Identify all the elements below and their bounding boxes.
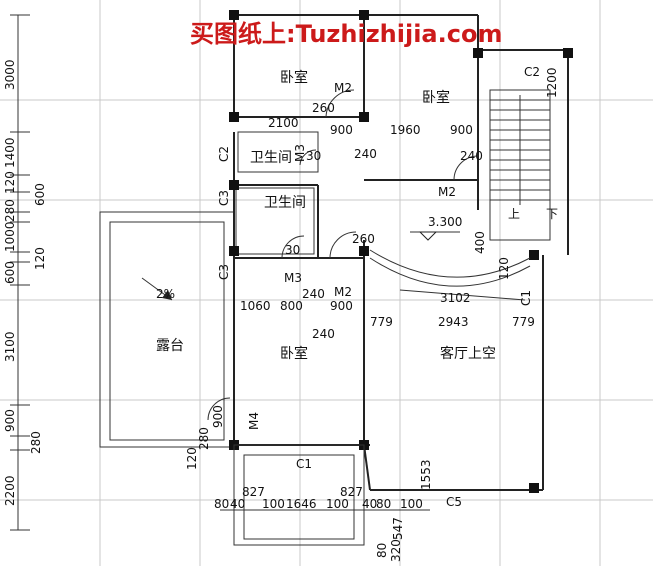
bottom-dimension-chain: 80 40 827 100 1646 100 827 40 80 100 155… — [214, 459, 433, 562]
room-terrace: 露台 — [156, 338, 184, 354]
dim-2943: 2943 — [438, 315, 469, 329]
bottom-dim-1553: 1553 — [419, 459, 433, 490]
dim-900-mid: 900 — [330, 299, 353, 313]
tag-m2-mid: M2 — [438, 185, 456, 199]
tag-c5: C5 — [446, 495, 462, 509]
bottom-dim-827a: 827 — [242, 485, 265, 499]
curved-railing — [369, 249, 531, 301]
dim-1200: 1200 — [545, 67, 559, 98]
bottom-dim-100c: 100 — [400, 497, 423, 511]
door-swings — [207, 89, 479, 421]
left-dimension-chain: 3000 1400 120 600 280 1000 120 600 3100 … — [3, 14, 47, 531]
bottom-dim-1646: 1646 — [286, 497, 317, 511]
dim-260-top: 260 — [312, 101, 335, 115]
dim-2100: 2100 — [268, 116, 299, 130]
dim-3102: 3102 — [440, 291, 471, 305]
dim-800: 800 — [280, 299, 303, 313]
left-dim-3000: 3000 — [3, 59, 17, 90]
staircase: 上 下 — [489, 89, 558, 241]
dim-30-b: 30 — [306, 149, 321, 163]
slope-mark: 2% — [156, 287, 175, 301]
tag-m2-top: M2 — [334, 81, 352, 95]
tag-m3-lower: M3 — [284, 271, 302, 285]
bottom-dim-40a: 40 — [230, 497, 245, 511]
tag-c2-top: C2 — [524, 65, 540, 79]
watermark-text: 买图纸上:Tuzhizhijia.com — [190, 20, 502, 48]
left-dim-600a: 600 — [33, 183, 47, 206]
tag-c1-bottom: C1 — [296, 457, 312, 471]
dim-779-left: 779 — [370, 315, 393, 329]
dim-1960: 1960 — [390, 123, 421, 137]
dim-900-top-left: 900 — [330, 123, 353, 137]
bottom-dim-827b: 827 — [340, 485, 363, 499]
stair-up-label: 上 — [508, 207, 520, 221]
left-dim-1000: 1000 — [3, 221, 17, 252]
left-dim-600b: 600 — [3, 261, 17, 284]
left-dim-120b: 120 — [33, 247, 47, 270]
elevation-mark: 3.300 — [428, 215, 462, 229]
tag-m4: M4 — [247, 412, 261, 430]
dim-240-mid-a: 240 — [302, 287, 325, 301]
front-balcony — [233, 444, 365, 546]
bottom-dim-80c: 80 — [375, 543, 389, 558]
dim-280-lower: 280 — [197, 427, 211, 450]
dim-240-a: 240 — [354, 147, 377, 161]
room-bedroom-top-right: 卧室 — [422, 89, 450, 106]
room-bathroom-2: 卫生间 — [264, 195, 306, 211]
dim-400: 400 — [473, 231, 487, 254]
bottom-dim-320: 320 — [389, 539, 403, 562]
room-living-void: 客厅上空 — [440, 345, 496, 362]
bottom-dim-80b: 80 — [376, 497, 391, 511]
left-dim-2200: 2200 — [3, 475, 17, 506]
dim-120-right: 120 — [497, 257, 511, 280]
dim-900-top-right: 900 — [450, 123, 473, 137]
left-dim-280a: 280 — [3, 199, 17, 222]
dim-260-mid: 260 — [352, 232, 375, 246]
bottom-dim-40b: 40 — [362, 497, 377, 511]
dim-240-b: 240 — [460, 149, 483, 163]
room-bathroom-1: 卫生间 — [250, 150, 292, 166]
tag-c3-lower: C3 — [217, 264, 231, 280]
room-bedroom-bottom: 卧室 — [280, 345, 308, 362]
stair-down-label: 下 — [546, 207, 558, 221]
dim-30-a: 30 — [285, 243, 300, 257]
tag-c2-left: C2 — [217, 146, 231, 162]
left-dim-280b: 280 — [29, 431, 43, 454]
dim-900-lower: 900 — [211, 405, 225, 428]
left-dim-1400: 1400 — [3, 137, 17, 168]
bottom-dim-80a: 80 — [214, 497, 229, 511]
dim-120-lower: 120 — [185, 447, 199, 470]
bottom-dim-100a: 100 — [262, 497, 285, 511]
room-bedroom-top-left: 卧室 — [280, 69, 308, 86]
dim-779-right: 779 — [512, 315, 535, 329]
left-dim-900: 900 — [3, 409, 17, 432]
bottom-dim-100b: 100 — [326, 497, 349, 511]
tag-c1-right: C1 — [519, 290, 533, 306]
dim-1060: 1060 — [240, 299, 271, 313]
tag-m3-upper: M3 — [293, 144, 307, 162]
bottom-dim-547: 547 — [391, 517, 405, 540]
tag-c3-upper: C3 — [217, 190, 231, 206]
left-dim-3100: 3100 — [3, 331, 17, 362]
dim-240-mid-b: 240 — [312, 327, 335, 341]
tag-m2-lower: M2 — [334, 285, 352, 299]
left-dim-120a: 120 — [3, 171, 17, 194]
